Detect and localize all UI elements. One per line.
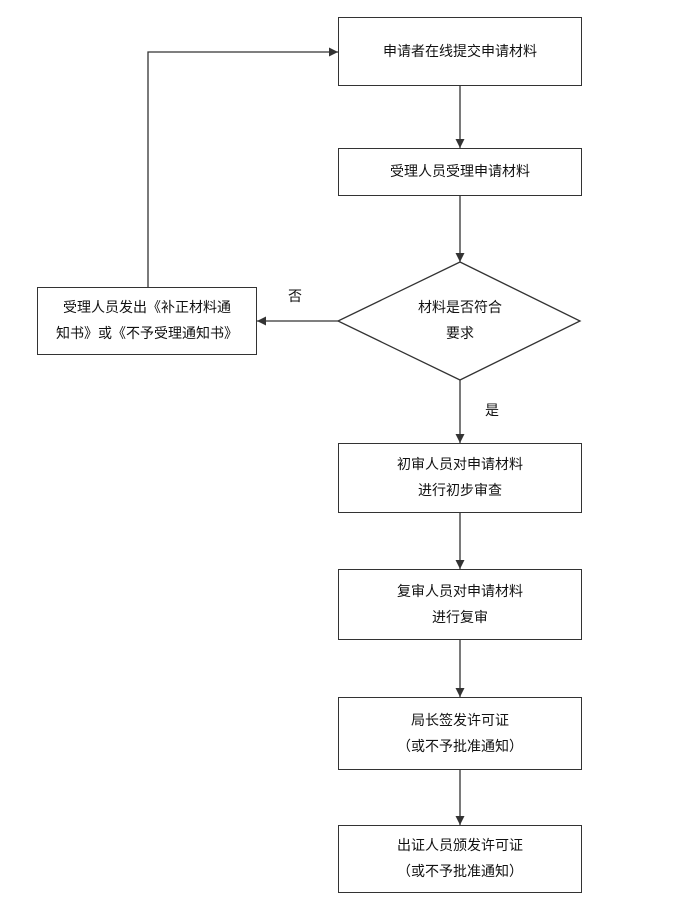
accept-application-box: 受理人员受理申请材料 bbox=[338, 148, 582, 196]
director-sign-line2: （或不予批准通知） bbox=[397, 738, 523, 755]
submit-application-box: 申请者在线提交申请材料 bbox=[338, 17, 582, 86]
second-review-line2: 进行复审 bbox=[432, 609, 488, 626]
decision-line1: 材料是否符合 bbox=[418, 300, 502, 316]
yes-label: 是 bbox=[485, 403, 499, 419]
issue-license-line1: 出证人员颁发许可证 bbox=[397, 838, 523, 854]
issue-license-box: 出证人员颁发许可证 （或不予批准通知） bbox=[338, 825, 582, 893]
decision-line2: 要求 bbox=[446, 326, 474, 342]
edge-reject-to-submit bbox=[147, 47, 338, 287]
reject-notice-box: 受理人员发出《补正材料通 知书》或《不予受理通知书》 bbox=[37, 287, 257, 355]
second-review-line1: 复审人员对申请材料 bbox=[397, 583, 523, 600]
decision-text: 材料是否符合 要求 bbox=[380, 295, 540, 347]
decision-diamond bbox=[336, 261, 582, 381]
reject-notice-line2: 知书》或《不予受理通知书》 bbox=[56, 326, 238, 342]
accept-application-text: 受理人员受理申请材料 bbox=[390, 164, 530, 180]
no-label: 否 bbox=[288, 289, 302, 305]
initial-review-line1: 初审人员对申请材料 bbox=[397, 457, 523, 473]
initial-review-box: 初审人员对申请材料 进行初步审查 bbox=[338, 443, 582, 513]
issue-license-line2: （或不予批准通知） bbox=[397, 864, 523, 880]
initial-review-line2: 进行初步审查 bbox=[418, 483, 502, 499]
reject-notice-line1: 受理人员发出《补正材料通 bbox=[63, 300, 231, 316]
director-sign-box: 局长签发许可证 （或不予批准通知） bbox=[338, 697, 582, 770]
submit-application-text: 申请者在线提交申请材料 bbox=[383, 43, 537, 60]
director-sign-line1: 局长签发许可证 bbox=[411, 712, 509, 729]
second-review-box: 复审人员对申请材料 进行复审 bbox=[338, 569, 582, 640]
